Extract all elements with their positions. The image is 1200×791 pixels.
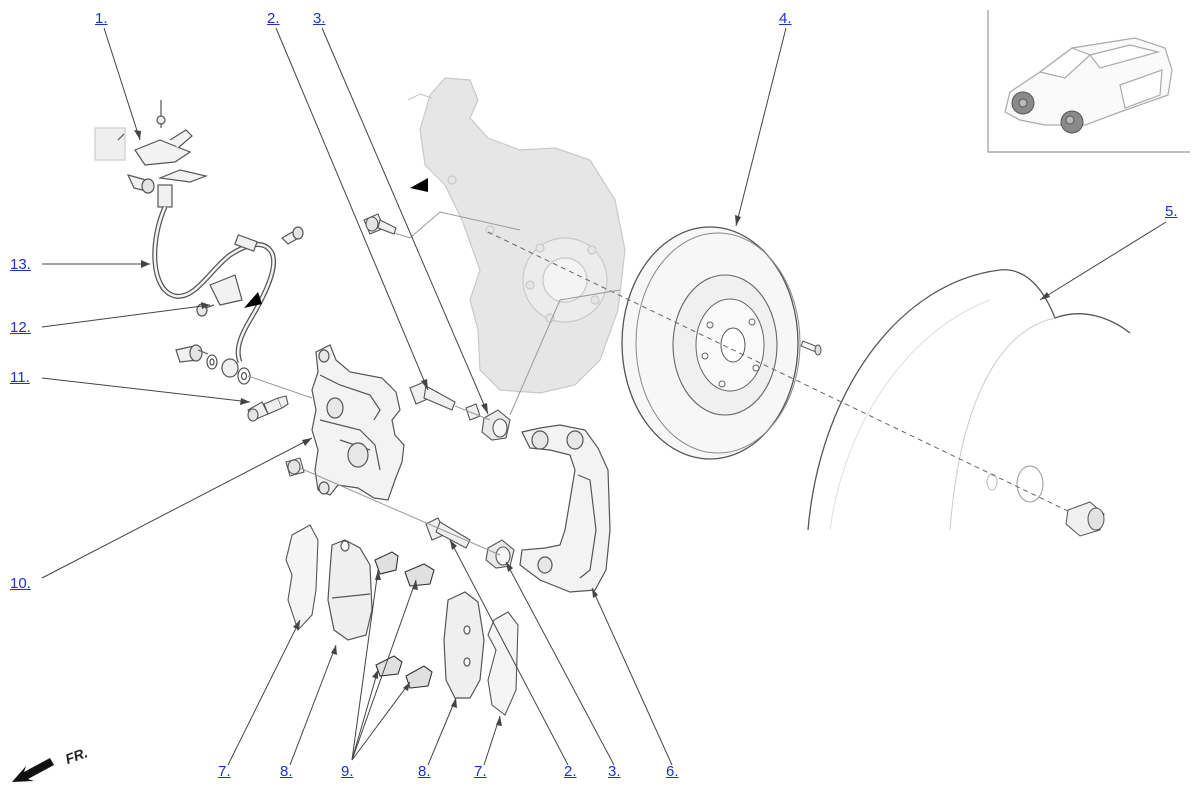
- bleeder-screw: [247, 395, 289, 422]
- pad-clip-3: [375, 655, 403, 677]
- pad-clip-2: [404, 563, 435, 587]
- callout-2-bottom[interactable]: 2.: [564, 763, 577, 780]
- pad-clip-4: [405, 665, 433, 689]
- pad-shim-inner-right: [487, 611, 519, 716]
- knuckle-bolt: [363, 213, 397, 235]
- assembly-arrow-1: [244, 292, 262, 308]
- pad-clip-1: [374, 551, 399, 575]
- callout-7-right[interactable]: 7.: [474, 763, 487, 780]
- callout-7-left[interactable]: 7.: [218, 763, 231, 780]
- leader-arrowheads: [134, 130, 1050, 726]
- callout-11[interactable]: 11.: [10, 369, 30, 386]
- callout-2-top[interactable]: 2.: [267, 10, 280, 27]
- front-arrow-icon: [12, 758, 54, 782]
- suv-outline-icon: [1004, 37, 1173, 126]
- guide-pin-lower: [425, 517, 471, 549]
- guide-pin-boot-lower: [485, 539, 515, 569]
- callout-3-top[interactable]: 3.: [313, 10, 326, 27]
- hose-bolt-upper-right: [281, 226, 304, 245]
- leader-lines: [41, 27, 1167, 766]
- wheel-ghost: [807, 269, 1131, 531]
- callout-13[interactable]: 13.: [10, 256, 31, 273]
- callout-10[interactable]: 10.: [10, 575, 31, 592]
- guide-pin-upper: [409, 381, 456, 411]
- callout-1[interactable]: 1.: [95, 10, 108, 27]
- hose-bolt-top: [126, 174, 155, 194]
- callout-12[interactable]: 12.: [10, 319, 31, 336]
- hose-fitting: [221, 358, 239, 378]
- caliper-body: [311, 344, 405, 501]
- brake-pad-inner: [443, 591, 485, 699]
- callout-5[interactable]: 5.: [1165, 203, 1178, 220]
- steering-knuckle-ghost: [407, 77, 626, 394]
- caliper-bracket: [519, 424, 611, 593]
- wheel-nut: [1065, 501, 1105, 537]
- callout-4[interactable]: 4.: [779, 10, 792, 27]
- brake-hose-assembly: [94, 100, 304, 385]
- assembly-arrow-2: [410, 178, 428, 192]
- callout-6[interactable]: 6.: [666, 763, 679, 780]
- callout-3-bottom[interactable]: 3.: [608, 763, 621, 780]
- caliper-mount-bolt: [285, 457, 305, 477]
- assembly-thin-lines: [247, 211, 621, 556]
- brake-disc: [621, 226, 801, 460]
- banjo-bolt: [175, 344, 209, 363]
- callout-8-right[interactable]: 8.: [418, 763, 431, 780]
- callout-9[interactable]: 9.: [341, 763, 354, 780]
- brake-pad-outer: [327, 539, 373, 641]
- vehicle-locator-inset: [987, 10, 1190, 153]
- pad-shim-outer-left: [285, 524, 319, 632]
- callout-8-left[interactable]: 8.: [280, 763, 293, 780]
- guide-pin-upper-cap: [465, 403, 481, 421]
- disc-screw: [800, 340, 822, 356]
- guide-pin-boot-upper: [481, 409, 511, 441]
